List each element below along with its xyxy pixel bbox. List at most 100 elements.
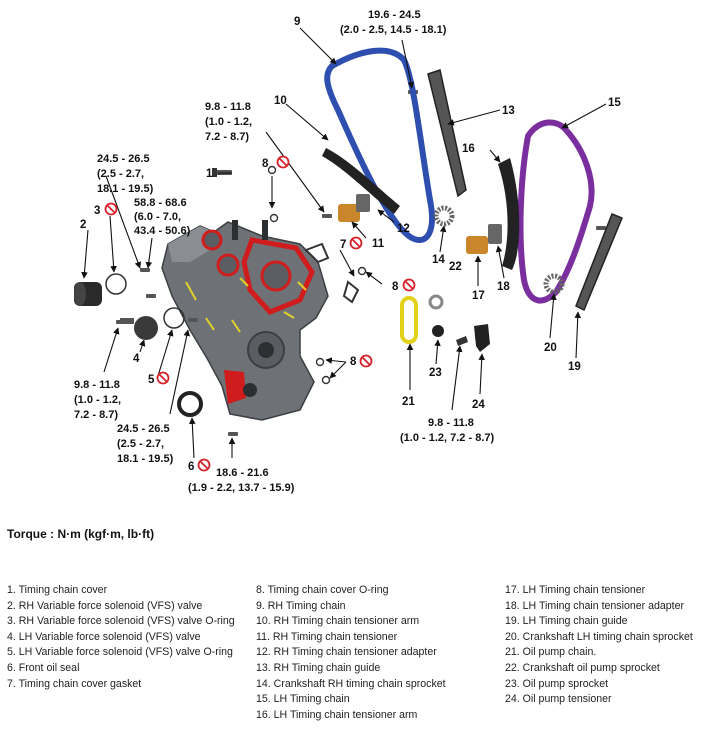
callout-3: 3 bbox=[94, 205, 100, 217]
callout-6: 6 bbox=[188, 461, 194, 473]
callout-2: 2 bbox=[80, 219, 86, 231]
legend-item: 23. Oil pump sprocket bbox=[505, 677, 609, 690]
svg-text:18.6 - 21.6: 18.6 - 21.6 bbox=[216, 467, 269, 479]
front-oil-seal bbox=[177, 391, 203, 417]
legend-item: 2. RH Variable force solenoid (VFS) valv… bbox=[7, 599, 203, 612]
no-reuse-icon bbox=[359, 354, 373, 368]
callout-14: 14 bbox=[432, 254, 445, 266]
legend-item: 14. Crankshaft RH timing chain sprocket bbox=[256, 677, 446, 690]
svg-text:43.4 - 50.6): 43.4 - 50.6) bbox=[134, 225, 191, 237]
no-reuse-icon bbox=[402, 278, 416, 292]
callout-5: 5 bbox=[148, 374, 155, 386]
legend-item: 6. Front oil seal bbox=[7, 661, 80, 674]
callout-1: 1 bbox=[206, 168, 213, 180]
timing-chain-cover bbox=[161, 220, 329, 421]
rh-tensioner-adapter bbox=[356, 194, 370, 212]
oil-pump-tensioner-bolt bbox=[456, 336, 468, 346]
svg-text:(1.0 - 1.2,: (1.0 - 1.2, bbox=[205, 116, 252, 128]
svg-text:(2.0 - 2.5, 14.5 - 18.1): (2.0 - 2.5, 14.5 - 18.1) bbox=[340, 24, 447, 36]
callout-22: 22 bbox=[449, 261, 462, 273]
legend-item: 18. LH Timing chain tensioner adapter bbox=[505, 599, 685, 612]
callout-16: 16 bbox=[462, 143, 475, 155]
callout-15: 15 bbox=[608, 97, 621, 109]
legend-item: 10. RH Timing chain tensioner arm bbox=[256, 615, 420, 628]
callout-13: 13 bbox=[502, 105, 515, 117]
legend-item: 15. LH Timing chain bbox=[256, 693, 350, 706]
svg-text:(1.0 - 1.2, 7.2 - 8.7): (1.0 - 1.2, 7.2 - 8.7) bbox=[400, 432, 494, 444]
callout-17: 17 bbox=[472, 290, 485, 302]
lh-tensioner-arm bbox=[498, 158, 520, 270]
legend-column-1: 1. Timing chain cover 2. RH Variable forc… bbox=[7, 583, 235, 692]
legend-item: 24. Oil pump tensioner bbox=[505, 693, 612, 706]
lh-tensioner bbox=[466, 236, 488, 254]
callout-9: 9 bbox=[294, 16, 300, 28]
svg-text:(2.5 - 2.7,: (2.5 - 2.7, bbox=[117, 438, 164, 450]
rh-crank-sprocket bbox=[433, 205, 455, 227]
oil-pump-chain bbox=[400, 296, 418, 344]
callout-11: 11 bbox=[372, 238, 385, 250]
legend-item: 17. LH Timing chain tensioner bbox=[505, 584, 646, 596]
lh-vfs-oring bbox=[163, 307, 185, 329]
callout-4: 4 bbox=[133, 353, 140, 365]
legend-item: 4. LH Variable force solenoid (VFS) valv… bbox=[7, 630, 201, 643]
callout-24: 24 bbox=[472, 399, 485, 411]
lh-chain-guide bbox=[575, 213, 623, 312]
lh-timing-chain bbox=[517, 119, 595, 304]
torque-spec-t6: 24.5 - 26.5 (2.5 - 2.7, 18.1 - 19.5) bbox=[117, 423, 174, 465]
svg-text:7.2 - 8.7): 7.2 - 8.7) bbox=[205, 131, 249, 143]
svg-text:(1.9 - 2.2, 13.7 - 15.9): (1.9 - 2.2, 13.7 - 15.9) bbox=[188, 482, 295, 494]
svg-text:(1.0 - 1.2,: (1.0 - 1.2, bbox=[74, 394, 121, 406]
legend-item: 8. Timing chain cover O-ring bbox=[256, 584, 389, 596]
torque-spec-t4: 58.8 - 68.6 (6.0 - 7.0, 43.4 - 50.6) bbox=[134, 197, 191, 237]
svg-text:9.8 - 11.8: 9.8 - 11.8 bbox=[428, 417, 474, 429]
svg-text:(2.5 - 2.7,: (2.5 - 2.7, bbox=[97, 168, 144, 180]
svg-text:9.8 - 11.8: 9.8 - 11.8 bbox=[205, 101, 251, 113]
legend-item: 16. LH Timing chain tensioner arm bbox=[256, 708, 418, 721]
svg-text:9.8 - 11.8: 9.8 - 11.8 bbox=[74, 379, 120, 391]
legend-item: 11. RH Timing chain tensioner bbox=[256, 630, 398, 643]
callout-8c: 8 bbox=[350, 356, 357, 368]
callout-19: 19 bbox=[568, 361, 581, 373]
legend-item: 3. RH Variable force solenoid (VFS) valv… bbox=[7, 615, 235, 628]
svg-text:18.1 - 19.5): 18.1 - 19.5) bbox=[97, 183, 154, 195]
no-reuse-icon bbox=[156, 371, 170, 385]
rh-tensioner-arm bbox=[322, 148, 400, 214]
legend-item: 7. Timing chain cover gasket bbox=[7, 677, 142, 690]
legend-item: 12. RH Timing chain tensioner adapter bbox=[256, 646, 437, 659]
legend-item: 21. Oil pump chain. bbox=[505, 646, 597, 659]
svg-text:24.5 - 26.5: 24.5 - 26.5 bbox=[97, 153, 150, 165]
cover-orings bbox=[267, 165, 367, 385]
legend-item: 5. LH Variable force solenoid (VFS) valv… bbox=[7, 646, 233, 659]
callout-21: 21 bbox=[402, 396, 415, 408]
callout-12: 12 bbox=[397, 223, 410, 235]
rh-chain-guide bbox=[427, 69, 467, 198]
callout-8b: 8 bbox=[392, 281, 399, 293]
svg-text:19.6 - 24.5: 19.6 - 24.5 bbox=[368, 9, 421, 21]
svg-text:24.5 - 26.5: 24.5 - 26.5 bbox=[117, 423, 170, 435]
exploded-parts-diagram: 1 2 3 4 5 6 7 8 8 8 9 10 11 12 13 14 15 … bbox=[74, 9, 623, 494]
torque-spec-t7: 18.6 - 21.6 (1.9 - 2.2, 13.7 - 15.9) bbox=[188, 467, 295, 494]
callout-20: 20 bbox=[544, 342, 557, 354]
rh-vfs-valve bbox=[74, 282, 102, 306]
lh-crank-sprocket bbox=[543, 273, 565, 295]
rh-timing-chain bbox=[324, 47, 435, 243]
svg-text:58.8 - 68.6: 58.8 - 68.6 bbox=[134, 197, 187, 209]
callout-7: 7 bbox=[340, 239, 346, 251]
no-reuse-icon bbox=[197, 458, 211, 472]
oil-pump-sprocket bbox=[432, 325, 444, 337]
legend-item: 22. Crankshaft oil pump sprocket bbox=[505, 661, 660, 674]
cover-gasket bbox=[304, 242, 360, 304]
torque-spec-t5: 9.8 - 11.8 (1.0 - 1.2, 7.2 - 8.7) bbox=[74, 379, 121, 421]
lh-tensioner-adapter bbox=[488, 224, 502, 244]
lh-vfs-valve bbox=[120, 316, 158, 340]
legend-item: 13. RH Timing chain guide bbox=[256, 661, 381, 674]
svg-text:(6.0 - 7.0,: (6.0 - 7.0, bbox=[134, 211, 181, 223]
svg-text:7.2 - 8.7): 7.2 - 8.7) bbox=[74, 409, 118, 421]
torque-spec-t8: 9.8 - 11.8 (1.0 - 1.2, 7.2 - 8.7) bbox=[400, 417, 494, 444]
rh-vfs-oring bbox=[105, 273, 127, 295]
svg-text:18.1 - 19.5): 18.1 - 19.5) bbox=[117, 453, 174, 465]
legend-item: 1. Timing chain cover bbox=[7, 584, 108, 596]
callout-18: 18 bbox=[497, 281, 510, 293]
no-reuse-icon bbox=[276, 155, 290, 169]
